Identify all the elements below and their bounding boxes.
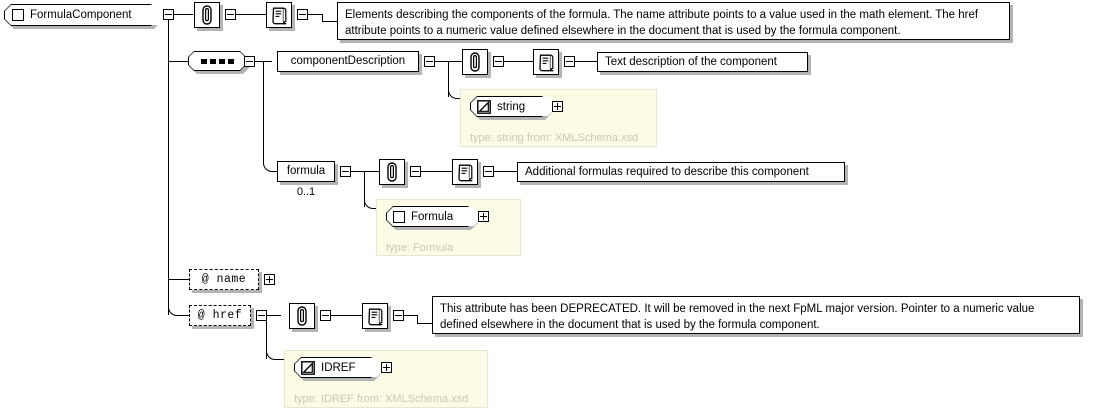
- connector-line: [236, 14, 266, 15]
- simple-type-pencil-icon: [477, 100, 491, 114]
- branch-elbow-attr-href: [168, 303, 191, 316]
- componentDescription-toggle-minus[interactable]: [424, 56, 435, 67]
- connector-line: [322, 21, 338, 22]
- connector-line: [494, 171, 518, 172]
- string-type-toggle-plus[interactable]: [552, 101, 563, 112]
- root-documentation-text: Elements describing the components of th…: [345, 9, 979, 37]
- documentation-toggle-minus[interactable]: [483, 166, 494, 177]
- connector-line: [308, 14, 323, 15]
- href-documentation-box: This attribute has been DEPRECATED. It w…: [432, 296, 1080, 334]
- connector-line: [364, 171, 365, 207]
- annotation-paperclip-icon-box[interactable]: [379, 159, 405, 185]
- sequence-dot: [228, 59, 234, 64]
- scroll-icon: [457, 164, 472, 181]
- annotation-paperclip-icon-box[interactable]: [462, 49, 488, 75]
- paperclip-icon: [387, 162, 397, 182]
- connector-line: [267, 315, 281, 316]
- formula-documentation-box: Additional formulas required to describe…: [517, 162, 845, 182]
- documentation-text: Additional formulas required to describe…: [525, 166, 809, 178]
- idref-type-toggle-plus[interactable]: [381, 362, 392, 373]
- connector-line: [266, 315, 267, 359]
- branch-elbow-string-type: [448, 86, 461, 99]
- branch-line-sequence: [168, 61, 189, 62]
- paperclip-icon: [297, 306, 307, 326]
- branch-line-attr-name: [168, 279, 190, 280]
- element-label: componentDescription: [290, 54, 406, 67]
- root-toggle-minus[interactable]: [163, 9, 174, 20]
- connector-line: [404, 315, 418, 316]
- connector-line: [351, 171, 365, 172]
- attribute-node-href[interactable]: @ href: [189, 305, 251, 326]
- connector-line: [364, 171, 380, 172]
- connector-line: [421, 171, 452, 172]
- root-element-node[interactable]: FormulaComponent: [4, 4, 158, 26]
- type-node-label: Formula: [411, 210, 454, 223]
- simple-type-pencil-icon: [301, 361, 315, 375]
- complex-type-square-icon: [393, 211, 405, 223]
- sequence-trunk-line: [263, 61, 264, 160]
- type-node-string[interactable]: string: [470, 96, 549, 117]
- attribute-label: @ href: [197, 309, 243, 322]
- connector-line: [448, 61, 449, 97]
- documentation-toggle-minus[interactable]: [297, 9, 308, 20]
- branch-elbow-formula-type: [364, 196, 377, 209]
- documentation-scroll-icon-box[interactable]: [362, 303, 388, 329]
- formula-type-caption: type: Formula: [386, 242, 454, 254]
- formula-type-toggle-plus[interactable]: [478, 211, 489, 222]
- annotation-toggle-minus[interactable]: [225, 9, 236, 20]
- branch-elbow-formula: [263, 159, 280, 172]
- branch-elbow-idref-type: [266, 347, 285, 360]
- annotation-toggle-minus[interactable]: [410, 166, 421, 177]
- root-element-label: FormulaComponent: [30, 9, 132, 21]
- type-node-label: string: [497, 100, 526, 113]
- documentation-scroll-icon-box[interactable]: [452, 159, 478, 185]
- connector-line: [504, 61, 533, 62]
- connector-line: [174, 14, 193, 15]
- element-label: formula: [286, 164, 326, 177]
- documentation-toggle-minus[interactable]: [564, 56, 575, 67]
- attribute-label: @ name: [201, 273, 247, 286]
- sequence-dot: [219, 59, 225, 64]
- paperclip-icon: [470, 52, 480, 72]
- type-node-IDREF[interactable]: IDREF: [294, 357, 378, 378]
- connector-line: [417, 323, 433, 324]
- paperclip-icon: [202, 5, 212, 25]
- element-node-formula[interactable]: formula: [277, 161, 335, 182]
- documentation-toggle-minus[interactable]: [393, 310, 404, 321]
- documentation-scroll-icon-box[interactable]: [266, 2, 292, 28]
- complex-type-square-icon: [12, 9, 24, 21]
- type-node-label: IDREF: [321, 361, 356, 374]
- annotation-paperclip-icon-box[interactable]: [289, 303, 315, 329]
- connector-line: [417, 315, 418, 324]
- annotation-paperclip-icon-box[interactable]: [194, 2, 220, 28]
- sequence-dot: [201, 59, 207, 64]
- formula-cardinality: 0..1: [296, 186, 316, 198]
- string-type-caption: type: string from: XMLSchema.xsd: [470, 132, 639, 144]
- scroll-icon: [271, 7, 286, 24]
- annotation-toggle-minus[interactable]: [493, 56, 504, 67]
- connector-line: [575, 61, 598, 62]
- documentation-text: Text description of the component: [605, 56, 777, 68]
- element-node-componentDescription[interactable]: componentDescription: [277, 51, 419, 72]
- idref-type-caption: type: IDREF from: XMLSchema.xsd: [294, 393, 469, 405]
- sequence-dot: [210, 59, 216, 64]
- connector-line: [322, 14, 323, 22]
- attribute-node-name[interactable]: @ name: [189, 269, 259, 290]
- type-node-Formula[interactable]: Formula: [386, 206, 475, 227]
- documentation-text: This attribute has been DEPRECATED. It w…: [440, 303, 1035, 331]
- documentation-scroll-icon-box[interactable]: [533, 49, 559, 75]
- tree-trunk-line: [168, 20, 169, 315]
- scroll-icon: [367, 308, 382, 325]
- componentDescription-documentation-box: Text description of the component: [597, 52, 808, 72]
- connector-line: [331, 315, 362, 316]
- scroll-icon: [538, 54, 553, 71]
- sequence-compositor-node[interactable]: [188, 51, 246, 71]
- formula-toggle-minus[interactable]: [340, 166, 351, 177]
- annotation-toggle-minus[interactable]: [320, 310, 331, 321]
- connector-line: [448, 61, 462, 62]
- root-documentation-box: Elements describing the components of th…: [337, 2, 1010, 40]
- attribute-name-toggle-plus[interactable]: [264, 274, 275, 285]
- sequence-toggle-minus[interactable]: [244, 56, 255, 67]
- connector-line: [435, 61, 449, 62]
